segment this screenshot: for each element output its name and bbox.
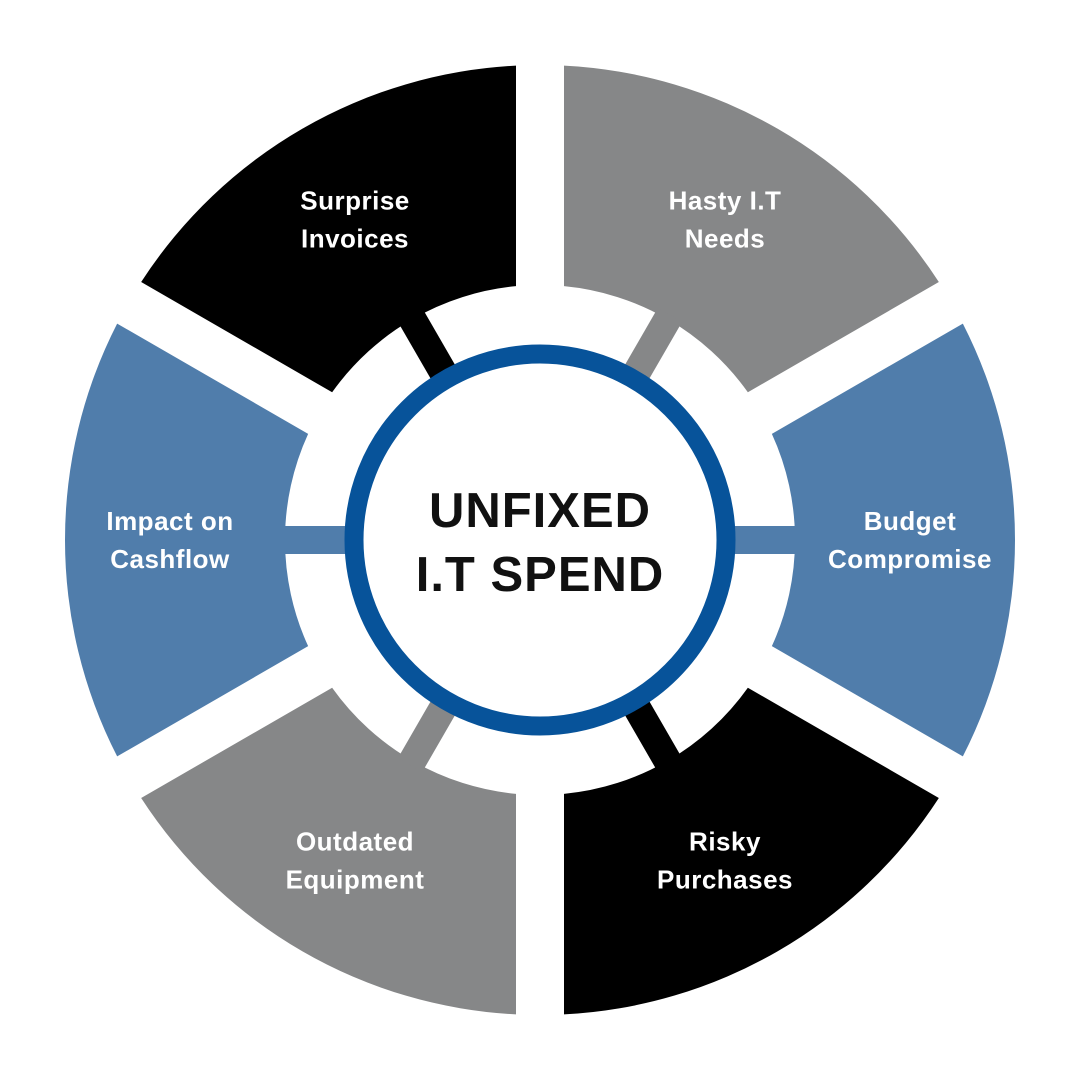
center-hub: UNFIXED I.T SPEND [344, 344, 736, 736]
segment-budget-compromise-label-1: Budget [864, 506, 957, 536]
segment-impact-on-cashflow-shape [64, 323, 309, 757]
segment-outdated-equipment-label-1: Outdated [296, 826, 414, 856]
segment-risky-purchases-label-1: Risky [689, 826, 761, 856]
center-title-line1: UNFIXED [429, 484, 651, 538]
center-title-line2: I.T SPEND [416, 548, 665, 602]
segment-budget-compromise-shape [771, 323, 1016, 757]
center-ring [344, 344, 736, 736]
segment-outdated-equipment-label-2: Equipment [286, 864, 425, 894]
segment-hasty-i-t-needs-label-1: Hasty I.T [669, 186, 782, 216]
segment-surprise-invoices-label-1: Surprise [300, 186, 410, 216]
segment-impact-on-cashflow-label-1: Impact on [106, 506, 233, 536]
segment-impact-on-cashflow-label-2: Cashflow [110, 544, 230, 574]
segments [64, 65, 1016, 1015]
segment-surprise-invoices-label-2: Invoices [301, 224, 409, 254]
segment-risky-purchases-label-2: Purchases [657, 864, 793, 894]
segment-hasty-i-t-needs-label-2: Needs [685, 224, 766, 254]
segment-labels: Hasty I.T NeedsBudgetCompromiseRiskyPurch… [106, 186, 992, 895]
segment-budget-compromise-label-2: Compromise [828, 544, 992, 574]
